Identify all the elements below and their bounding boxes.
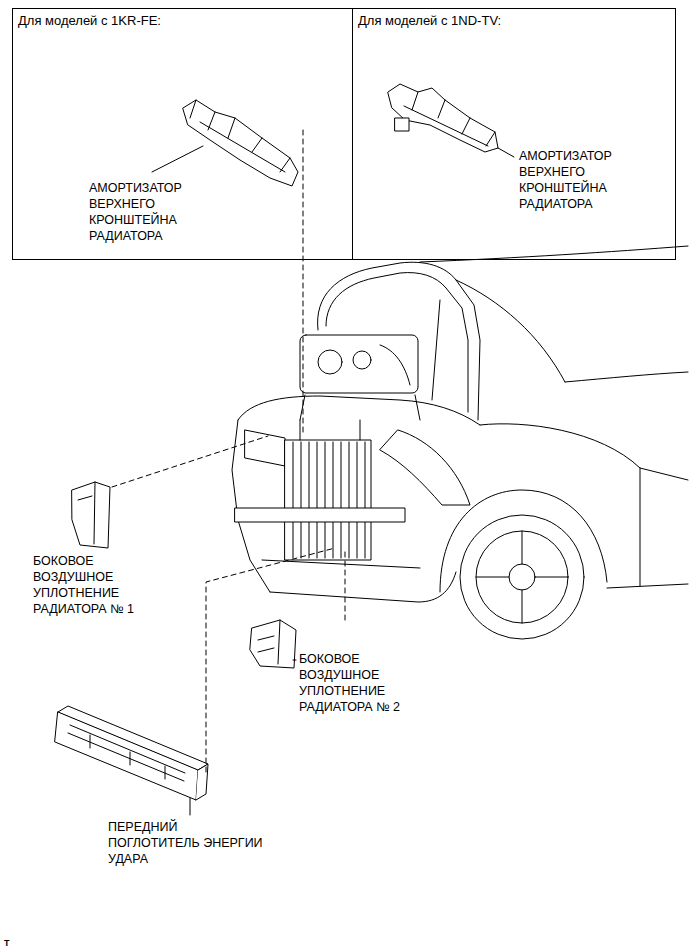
page-mark: T [4, 938, 10, 948]
radiator-support-bracket-cushion [388, 84, 498, 152]
panel-heading: Для моделей с 1ND-TV: [358, 13, 501, 29]
radiator-support-bracket-cushion [183, 100, 298, 186]
side-air-seal [72, 482, 110, 548]
car-body [232, 246, 688, 639]
radiator [235, 420, 405, 560]
side-air-seal [250, 620, 296, 668]
engine-variant-panel: Для моделей с 1KR-FE: АМОРТИЗАТОР ВЕРХНЕГ… [12, 8, 353, 260]
engine-bay [300, 335, 420, 420]
part-name: БОКОВОЕ ВОЗДУШНОЕ УПЛОТНЕНИЕ РАДИАТОРА №… [299, 651, 403, 715]
panel-heading: Для моделей с 1KR-FE: [18, 13, 161, 29]
part-name: АМОРТИЗАТОР ВЕРХНЕГО КРОНШТЕЙНА РАДИАТОР… [89, 180, 184, 244]
part-name: АМОРТИЗАТОР ВЕРХНЕГО КРОНШТЕЙНА РАДИАТОР… [519, 148, 614, 212]
energy-absorber [55, 706, 208, 800]
part-name: ПЕРЕДНИЙ ПОГЛОТИТЕЛЬ ЭНЕРГИИ УДАРА [108, 819, 265, 867]
engine-variant-panel: Для моделей с 1ND-TV: АМОРТИЗАТОР ВЕРХНЕГ… [352, 8, 676, 260]
part-name: БОКОВОЕ ВОЗДУШНОЕ УПЛОТНЕНИЕ РАДИАТОРА №… [33, 553, 137, 617]
leader-line [152, 146, 514, 815]
